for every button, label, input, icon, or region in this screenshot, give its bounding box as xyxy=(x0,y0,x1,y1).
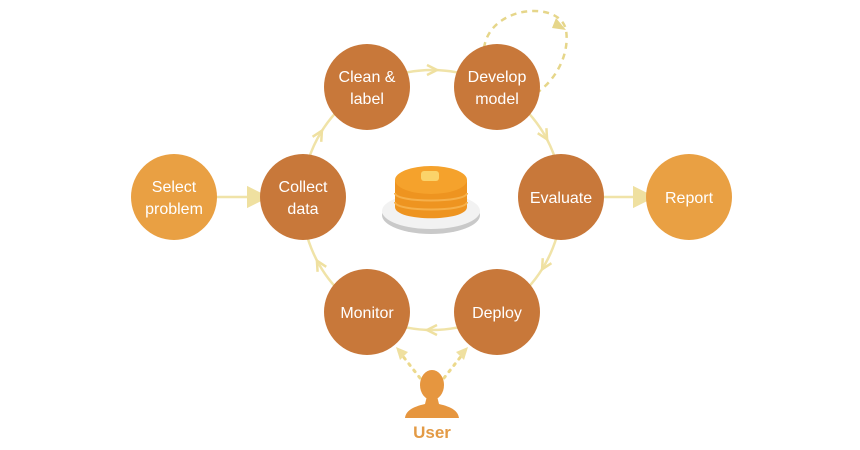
node-label: Deploy xyxy=(472,305,522,322)
node-circle xyxy=(324,269,410,355)
user-to-monitor-arrowhead xyxy=(396,347,408,360)
user-to-deploy-arrowhead xyxy=(456,347,468,360)
ring-arrowhead xyxy=(424,323,438,337)
node-select-problem: Select problem xyxy=(131,154,217,240)
node-evaluate: Evaluate xyxy=(518,154,604,240)
user-to-monitor-arrow xyxy=(396,348,422,380)
ring-arrows xyxy=(311,63,553,337)
user-silhouette-icon xyxy=(405,370,459,418)
pancake-stack-icon xyxy=(382,166,480,234)
node-deploy: Deploy xyxy=(454,269,540,355)
node-label: Develop xyxy=(468,69,527,86)
node-label: Select xyxy=(152,179,197,196)
node-label: Clean & xyxy=(339,69,396,86)
node-circle xyxy=(260,154,346,240)
node-monitor: Monitor xyxy=(324,269,410,355)
user-label: User xyxy=(413,423,451,442)
node-label: data xyxy=(287,201,318,218)
self-loop-arrowhead xyxy=(552,18,566,30)
node-label: Monitor xyxy=(340,305,394,322)
node-circle xyxy=(324,44,410,130)
develop-self-loop xyxy=(482,9,568,94)
node-label: label xyxy=(350,91,384,108)
node-collect-data: Collect data xyxy=(260,154,346,240)
node-label: model xyxy=(475,91,519,108)
node-label: problem xyxy=(145,201,203,218)
node-clean-label: Clean & label xyxy=(324,44,410,130)
node-circle xyxy=(454,44,540,130)
node-develop-model: Develop model xyxy=(454,44,540,130)
ring-arrowhead xyxy=(315,258,327,272)
ring-arrowhead xyxy=(537,128,549,142)
ring-arrowhead xyxy=(540,258,553,272)
user-to-deploy-arrow xyxy=(442,348,468,380)
node-label: Report xyxy=(665,190,714,207)
node-report: Report xyxy=(646,154,732,240)
node-circle xyxy=(518,154,604,240)
ring-arrowhead xyxy=(311,128,324,142)
node-label: Evaluate xyxy=(530,190,592,207)
node-circle xyxy=(454,269,540,355)
node-circle xyxy=(646,154,732,240)
ring-arrowhead xyxy=(426,63,440,77)
node-label: Collect xyxy=(279,179,328,196)
node-circle xyxy=(131,154,217,240)
